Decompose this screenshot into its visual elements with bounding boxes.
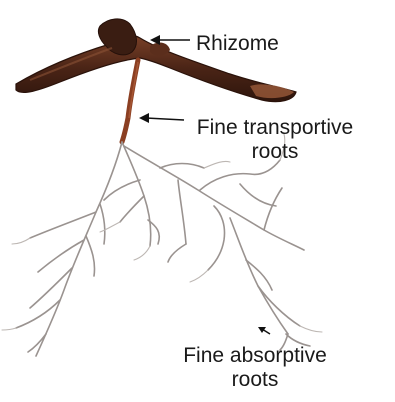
transportive-label-line2: roots: [190, 140, 360, 164]
arrow-absorptive: [258, 327, 270, 334]
arrow-transportive: [139, 113, 184, 123]
transportive-label-line1: Fine transportive: [190, 116, 360, 140]
transportive-roots-label: Fine transportive roots: [190, 116, 360, 164]
rhizome-label: Rhizome: [196, 32, 279, 56]
rhizome-label-text: Rhizome: [196, 32, 279, 56]
absorptive-roots-label: Fine absorptive roots: [170, 344, 340, 392]
absorptive-label-line1: Fine absorptive: [170, 344, 340, 368]
absorptive-label-line2: roots: [170, 368, 340, 392]
absorptive-roots: [16, 142, 310, 356]
transportive-root: [122, 60, 138, 142]
